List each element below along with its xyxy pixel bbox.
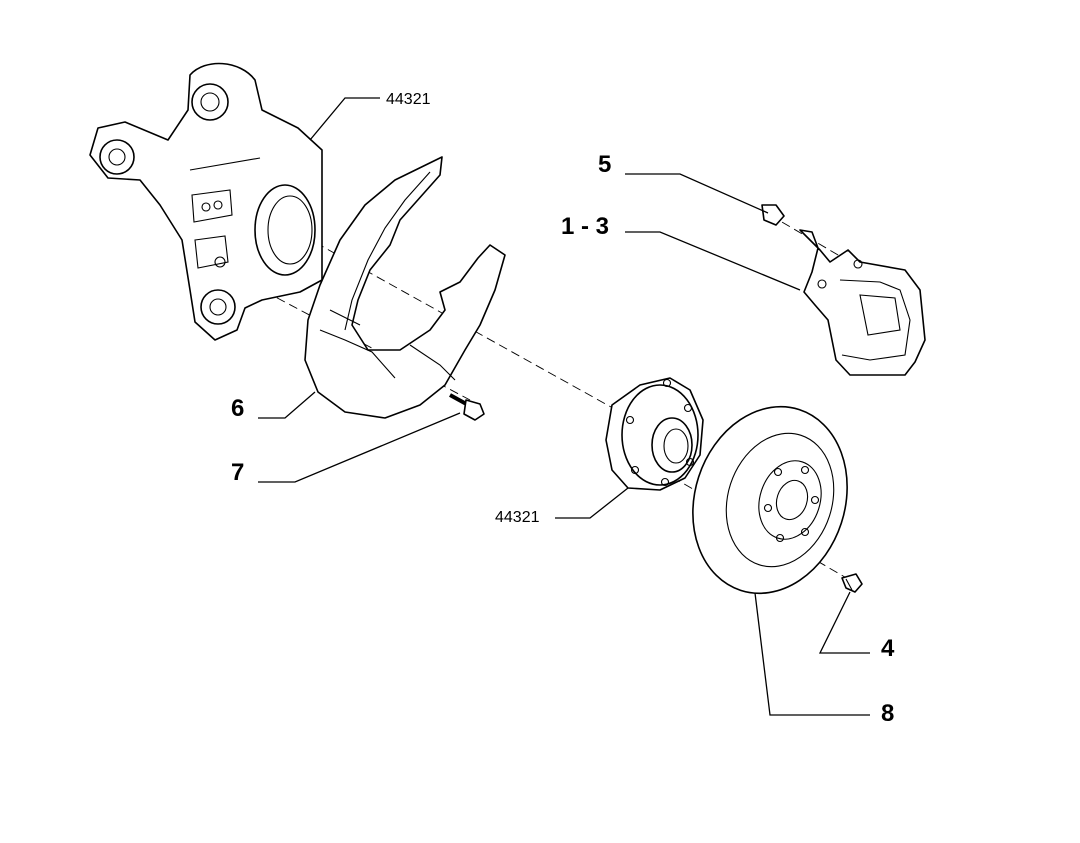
- callout-backing-plate-screw: 7: [231, 459, 244, 486]
- callout-caliper: 1 - 3: [561, 213, 609, 240]
- callout-knuckle-ref: 44321: [386, 91, 431, 108]
- brake-caliper: [799, 229, 926, 376]
- caliper-bolt: [761, 204, 785, 226]
- callout-backing-plate: 6: [231, 395, 244, 422]
- brake-backing-plate: [304, 156, 506, 419]
- callout-wheel-bolt: 4: [881, 635, 895, 662]
- callout-caliper-bolt: 5: [598, 151, 611, 178]
- wheel-bolt: [841, 573, 863, 593]
- brake-disc: [692, 405, 848, 595]
- callout-brake-disc: 8: [881, 700, 894, 727]
- backing-plate-screw: [449, 393, 485, 421]
- steering-knuckle: [89, 62, 323, 341]
- leader-lines: [258, 97, 870, 716]
- callout-hub-ref: 44321: [495, 509, 540, 526]
- wheel-hub-bearing: [605, 377, 704, 491]
